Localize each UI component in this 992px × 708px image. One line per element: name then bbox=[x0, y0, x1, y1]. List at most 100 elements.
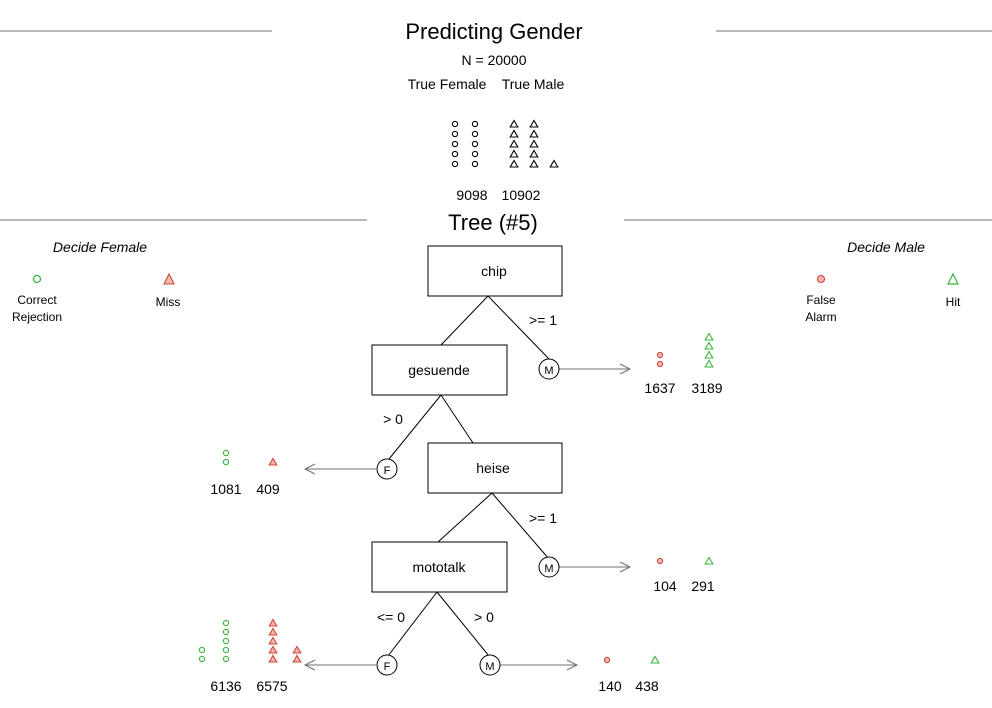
miss-icon bbox=[268, 627, 278, 636]
node-heise-box bbox=[427, 442, 563, 494]
legend-correct-rejection-line2: Rejection bbox=[12, 310, 62, 324]
exit-heise-m-false-alarm-icons bbox=[656, 557, 664, 565]
true-male-icon bbox=[509, 149, 519, 158]
arrow-chip-exit bbox=[559, 363, 632, 375]
miss-icon bbox=[268, 636, 278, 645]
exit-heise-m-false-alarm-count: 104 bbox=[653, 578, 677, 594]
legend-correct-rejection-line1: Correct bbox=[17, 293, 57, 307]
node-gesuende-box bbox=[371, 344, 508, 396]
arrow-mototalk-exit-m bbox=[500, 659, 579, 671]
true-male-icon bbox=[529, 139, 539, 148]
branch-heise-to-exit-m bbox=[491, 492, 550, 560]
true-female-icon bbox=[451, 160, 459, 168]
exit-mototalk-f-circle bbox=[376, 654, 398, 676]
edge-gesuende-exit-label: > 0 bbox=[383, 411, 403, 427]
exit-gesuende-f-correct-rejection-count: 1081 bbox=[210, 481, 241, 497]
arrow-heise-exit bbox=[559, 561, 632, 573]
legend-false-alarm-line1: False bbox=[806, 293, 836, 307]
true-female-icon bbox=[471, 150, 479, 158]
legend-hit: Hit bbox=[946, 295, 961, 309]
branch-chip-to-gesuende bbox=[440, 295, 489, 346]
exit-chip-m-hit-icons bbox=[704, 332, 714, 368]
hit-icon bbox=[704, 556, 714, 565]
exit-mototalk-m-circle bbox=[479, 654, 501, 676]
correct-rejection-icon bbox=[222, 449, 230, 457]
exit-heise-m-circle bbox=[538, 556, 560, 578]
exit-gesuende-f-label: F bbox=[384, 465, 391, 477]
hit-icon bbox=[704, 359, 714, 368]
node-chip-label: chip bbox=[481, 263, 507, 279]
hit-icon bbox=[704, 332, 714, 341]
true-female-icon bbox=[451, 130, 459, 138]
true-male-count: 10902 bbox=[502, 187, 541, 203]
exit-arrows bbox=[303, 363, 632, 671]
legend-miss-icon bbox=[163, 272, 175, 285]
false-alarm-icon bbox=[603, 656, 611, 664]
exit-mototalk-m-hit-count: 438 bbox=[635, 678, 659, 694]
node-heise-label: heise bbox=[476, 460, 510, 476]
node-gesuende-label: gesuende bbox=[408, 362, 470, 378]
exit-mototalk-m-hit-icons bbox=[650, 655, 660, 664]
true-male-icon bbox=[549, 159, 559, 168]
branch-mototalk-to-exit-m bbox=[436, 591, 490, 657]
exit-heise-m-hit-count: 291 bbox=[691, 578, 715, 594]
miss-icon bbox=[268, 654, 278, 663]
exit-heise-m-label: M bbox=[544, 563, 553, 575]
arrow-gesuende-exit bbox=[303, 463, 376, 475]
false-alarm-icon bbox=[656, 360, 664, 368]
hit-icon bbox=[704, 350, 714, 359]
edge-chip-exit-label: >= 1 bbox=[529, 312, 557, 328]
exit-mototalk-m-false-alarm-count: 140 bbox=[598, 678, 622, 694]
exit-heise-m-hit-icons bbox=[704, 556, 714, 565]
correct-rejection-icon bbox=[198, 655, 206, 663]
true-female-icon bbox=[471, 140, 479, 148]
exit-mototalk-f-label: F bbox=[384, 661, 391, 673]
true-male-icon bbox=[509, 159, 519, 168]
miss-icon bbox=[268, 618, 278, 627]
miss-icon bbox=[292, 645, 302, 654]
true-female-count: 9098 bbox=[456, 187, 487, 203]
true-male-icon bbox=[529, 149, 539, 158]
correct-rejection-icon bbox=[222, 646, 230, 654]
exit-mototalk-f-miss-icons bbox=[268, 618, 302, 663]
correct-rejection-icon bbox=[198, 646, 206, 654]
exit-mototalk-f-miss-count: 6575 bbox=[256, 678, 287, 694]
exit-gesuende-f-miss-count: 409 bbox=[256, 481, 280, 497]
branch-gesuende-to-heise bbox=[440, 394, 474, 444]
branch-chip-to-exit-m bbox=[487, 295, 550, 360]
tree-label: Tree (#5) bbox=[448, 210, 538, 235]
true-female-icon bbox=[471, 120, 479, 128]
exit-chip-m-false-alarm-count: 1637 bbox=[644, 380, 675, 396]
false-alarm-icon bbox=[656, 351, 664, 359]
exit-mototalk-f-correct-rejection-icons bbox=[198, 619, 230, 663]
true-male-icon bbox=[529, 159, 539, 168]
branch-heise-to-mototalk bbox=[437, 492, 493, 543]
node-mototalk-box bbox=[371, 541, 508, 593]
true-female-icon bbox=[471, 160, 479, 168]
node-mototalk-label: mototalk bbox=[413, 559, 467, 575]
hit-icon bbox=[650, 655, 660, 664]
exit-gesuende-f-correct-rejection-icons bbox=[222, 449, 230, 466]
legend-false-alarm-line2: Alarm bbox=[805, 310, 836, 324]
true-female-icon bbox=[451, 140, 459, 148]
true-male-icon bbox=[509, 139, 519, 148]
exit-chip-m-false-alarm-icons bbox=[656, 351, 664, 368]
legend-decide-male: Decide Male bbox=[847, 239, 925, 255]
true-female-icon bbox=[451, 150, 459, 158]
correct-rejection-icon bbox=[222, 637, 230, 645]
miss-icon bbox=[268, 457, 278, 466]
true-male-icon bbox=[509, 119, 519, 128]
arrow-mototalk-exit-f bbox=[303, 659, 376, 671]
miss-icon bbox=[268, 645, 278, 654]
legend-correct-rejection-icon bbox=[32, 274, 42, 284]
correct-rejection-icon bbox=[222, 619, 230, 627]
legend-decide-female: Decide Female bbox=[53, 239, 147, 255]
true-female-icon bbox=[471, 130, 479, 138]
true-male-icon bbox=[529, 129, 539, 138]
exit-chip-m-circle bbox=[538, 358, 560, 380]
legend-hit-icon bbox=[947, 272, 959, 285]
true-male-label: True Male bbox=[502, 76, 565, 92]
exit-gesuende-f-miss-icons bbox=[268, 457, 278, 466]
legend-false-alarm-icon bbox=[816, 274, 826, 284]
